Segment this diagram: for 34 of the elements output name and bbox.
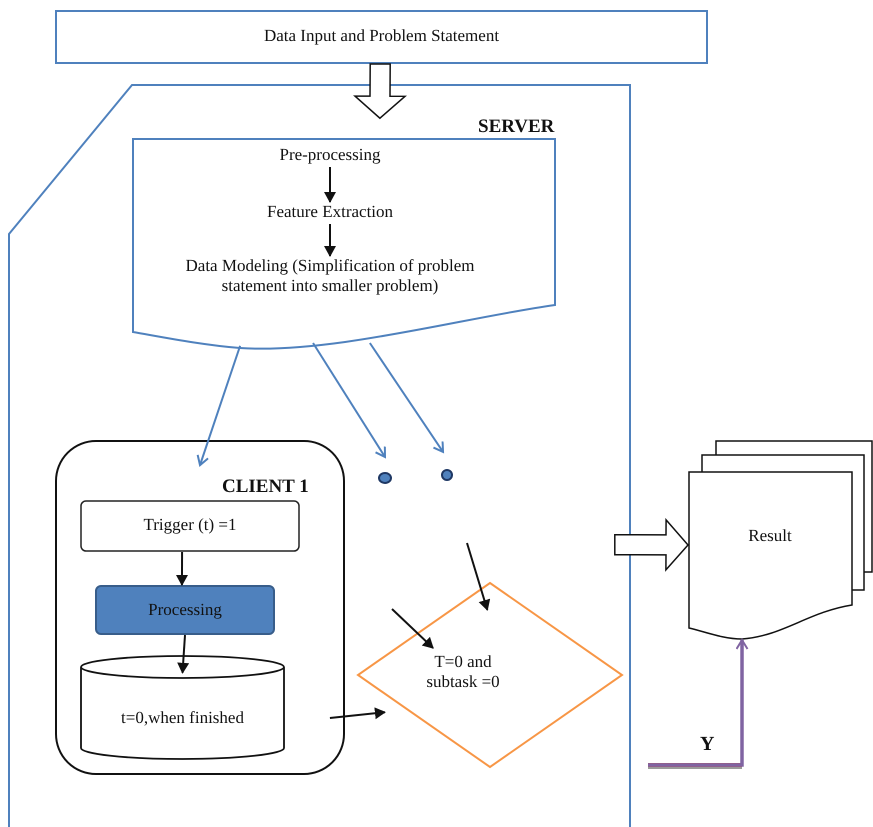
input-box xyxy=(55,10,708,64)
arrow xyxy=(330,707,386,720)
label: Data Input and Problem Statement xyxy=(262,26,500,46)
arrow xyxy=(324,167,336,203)
block-arrow xyxy=(353,63,407,120)
client-panel xyxy=(55,440,345,775)
arrow xyxy=(176,552,188,586)
label: Feature Extraction xyxy=(266,202,394,222)
arrow xyxy=(324,224,336,257)
heading: SERVER xyxy=(478,116,556,139)
process-box xyxy=(80,500,300,552)
arrow xyxy=(466,542,490,611)
label: Result xyxy=(747,526,793,546)
arrow xyxy=(312,342,386,458)
arrow xyxy=(648,639,749,769)
result-document-stack xyxy=(688,440,873,640)
server-panel xyxy=(8,84,631,827)
label: t=0,when finished xyxy=(120,708,245,728)
heading: CLIENT 1 xyxy=(222,476,310,499)
label: Pre-processing xyxy=(278,145,382,166)
label: Data Modeling (Simplification of problem statement into smaller problem) xyxy=(184,256,476,297)
decision-diamond xyxy=(357,582,623,768)
label: Trigger (t) =1 xyxy=(142,515,238,536)
process-box xyxy=(95,585,275,635)
dot-marker xyxy=(378,472,392,484)
label: T=0 and subtask =0 xyxy=(425,652,501,693)
arrow xyxy=(177,634,190,674)
label: Processing xyxy=(147,600,223,620)
arrow xyxy=(196,345,242,466)
arrow xyxy=(369,342,444,453)
dot-marker xyxy=(441,469,453,481)
arrow xyxy=(391,608,434,649)
block-arrow xyxy=(614,518,689,572)
document-shape xyxy=(132,138,556,350)
